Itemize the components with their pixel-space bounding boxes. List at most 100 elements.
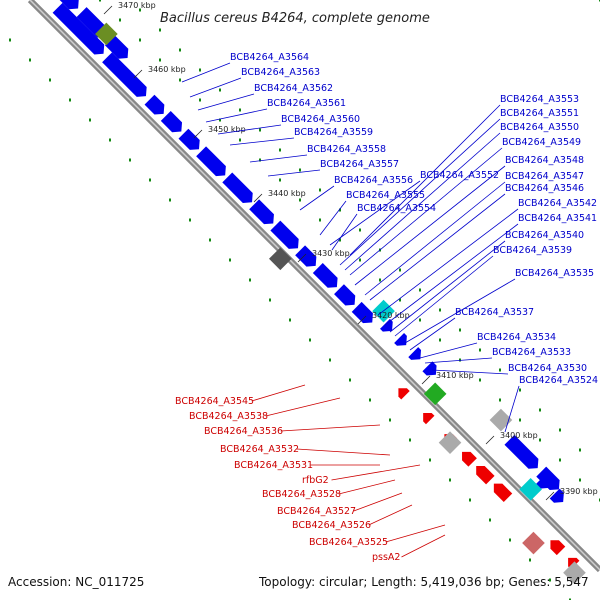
gene-label-forward: BCB4264_A3530 — [508, 363, 587, 374]
gene-label-reverse: pssA2 — [372, 552, 400, 563]
reverse-gene — [476, 465, 495, 485]
track-dot — [259, 128, 261, 132]
track-dot — [159, 28, 161, 32]
track-dot — [569, 598, 571, 600]
forward-gene — [312, 263, 338, 288]
forward-gene — [59, 0, 79, 10]
gene-label-forward: BCB4264_A3540 — [505, 230, 584, 241]
reverse-gene — [493, 483, 513, 503]
gene-label-forward: BCB4264_A3553 — [500, 94, 579, 105]
track-dot — [109, 138, 111, 142]
gene-label-forward: BCB4264_A3554 — [357, 203, 436, 214]
tick-label: 3420 kbp — [372, 311, 410, 320]
gene-label-forward: BCB4264_A3561 — [267, 98, 346, 109]
leader-line — [205, 108, 268, 123]
track-dot — [29, 58, 31, 62]
forward-gene — [222, 172, 253, 203]
gene-label-forward: BCB4264_A3556 — [334, 175, 413, 186]
special-feature — [438, 431, 462, 454]
map-title: Bacillus cereus B4264, complete genome — [160, 11, 430, 26]
leader-line — [431, 369, 509, 375]
tick-label: 3400 kbp — [500, 431, 538, 440]
track-dot — [499, 398, 501, 402]
leader-line — [339, 118, 501, 266]
track-dot — [239, 108, 241, 112]
track-dot — [489, 518, 491, 522]
gene-label-forward: BCB4264_A3524 — [519, 375, 598, 386]
track-dot — [469, 498, 471, 502]
leader-line — [319, 200, 347, 236]
special-feature — [95, 22, 118, 46]
gene-label-reverse: BCB4264_A3527 — [277, 506, 356, 517]
track-dot — [499, 368, 501, 372]
track-dot — [279, 148, 281, 152]
track-dot — [359, 228, 361, 232]
gene-label-forward: BCB4264_A3555 — [346, 190, 425, 201]
gene-label-reverse: BCB4264_A3545 — [175, 396, 254, 407]
tick-mark — [485, 435, 495, 445]
gene-label-forward: BCB4264_A3535 — [515, 268, 594, 279]
gene-label-forward: BCB4264_A3549 — [502, 137, 581, 148]
gene-label-forward: BCB4264_A3562 — [254, 83, 333, 94]
track-dot — [289, 318, 291, 322]
tick-mark — [297, 253, 307, 263]
leader-line — [296, 448, 391, 456]
leader-line — [385, 524, 446, 543]
genome-summary-text: Topology: circular; Length: 5,419,036 bp… — [258, 575, 589, 589]
forward-gene — [394, 333, 407, 346]
track-dot — [399, 268, 401, 272]
leader-line — [280, 424, 381, 432]
leader-line — [419, 342, 478, 359]
forward-gene — [504, 434, 539, 469]
tick-mark — [253, 193, 263, 203]
tick-label: 3450 kbp — [208, 125, 246, 134]
track-dot — [409, 438, 411, 442]
track-dot — [279, 178, 281, 182]
leader-line — [401, 534, 446, 558]
gene-label-forward: BCB4264_A3541 — [518, 213, 597, 224]
track-dot — [329, 358, 331, 362]
leader-line — [424, 357, 493, 364]
leader-line — [299, 185, 335, 211]
gene-label-forward: BCB4264_A3546 — [505, 183, 584, 194]
gene-label-forward: BCB4264_A3564 — [230, 52, 309, 63]
special-feature — [563, 561, 586, 585]
leader-line — [404, 278, 516, 344]
track-dot — [319, 218, 321, 222]
track-dot — [369, 398, 371, 402]
leader-line — [504, 385, 520, 433]
track-dot — [139, 8, 141, 12]
leader-line — [384, 223, 519, 326]
track-dot — [539, 438, 541, 442]
track-dot — [519, 388, 521, 392]
track-dot — [439, 338, 441, 342]
track-dot — [309, 338, 311, 342]
tick-mark — [103, 5, 113, 15]
track-dot — [149, 178, 151, 182]
leader-line — [229, 137, 295, 146]
track-dot — [99, 0, 101, 2]
leader-line — [189, 77, 242, 98]
reverse-gene — [423, 412, 435, 425]
tick-label: 3440 kbp — [268, 189, 306, 198]
track-dot — [49, 78, 51, 82]
leader-line — [331, 464, 421, 481]
tick-mark — [357, 315, 367, 325]
gene-label-reverse: BCB4264_A3531 — [234, 460, 313, 471]
track-dot — [199, 98, 201, 102]
track-dot — [209, 238, 211, 242]
gene-label-reverse: BCB4264_A3526 — [292, 520, 371, 531]
track-dot — [259, 158, 261, 162]
leader-line — [344, 132, 501, 271]
track-dot — [179, 78, 181, 82]
leader-line — [265, 397, 341, 417]
gene-label-forward: BCB4264_A3563 — [241, 67, 320, 78]
leader-line — [353, 492, 403, 512]
track-dot — [179, 48, 181, 52]
track-dot — [549, 578, 551, 582]
track-dot — [299, 168, 301, 172]
track-dot — [9, 38, 11, 42]
track-dot — [449, 478, 451, 482]
leader-line — [389, 240, 506, 333]
track-dot — [299, 198, 301, 202]
